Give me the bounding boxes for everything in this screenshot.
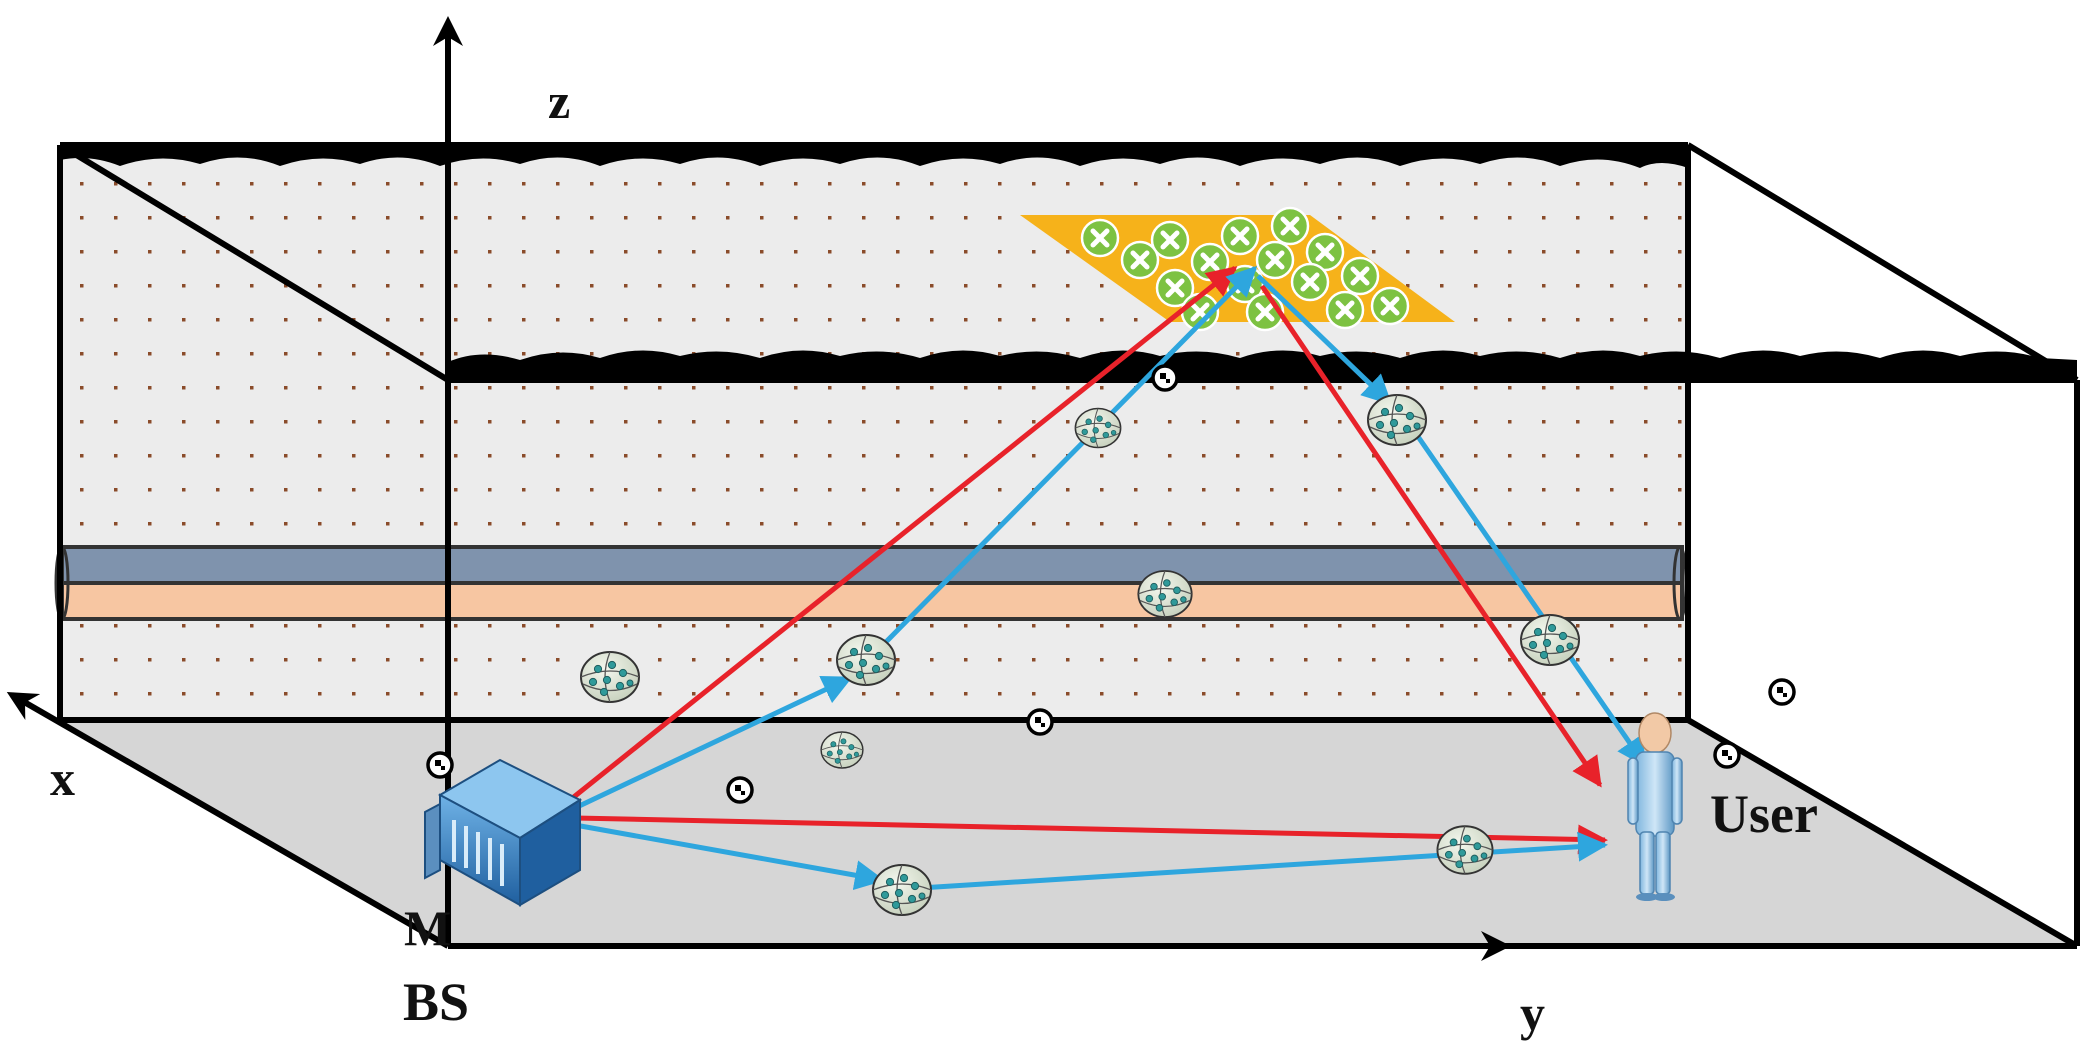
base-station-mark: M bbox=[404, 900, 451, 956]
x-axis-label: x bbox=[50, 750, 75, 806]
point-scatterer-icon bbox=[426, 751, 454, 779]
ceiling-band-back bbox=[60, 145, 1688, 168]
scatterer-icon bbox=[1520, 614, 1580, 666]
server-rack-icon bbox=[424, 758, 583, 907]
z-axis-label: z bbox=[548, 73, 570, 129]
scatterer-icon bbox=[820, 731, 864, 769]
red-path-ris-to-user bbox=[1259, 284, 1603, 788]
red-paths bbox=[568, 266, 1608, 855]
person-icon bbox=[1627, 712, 1683, 901]
base-station-label: BS bbox=[403, 972, 469, 1032]
soil-back-wall bbox=[60, 145, 1688, 720]
blue-path-bs-to-scatterer bbox=[573, 675, 853, 811]
blue-path-bs-to-floor-scatterer bbox=[574, 822, 885, 891]
y-axis-label: y bbox=[1520, 985, 1545, 1041]
scatterer-icon bbox=[1436, 825, 1494, 875]
pipe-lower bbox=[60, 581, 1684, 621]
x-axis-line bbox=[6, 692, 450, 949]
red-path-bs-to-ris bbox=[568, 266, 1238, 802]
box-frame bbox=[57, 142, 2080, 949]
scatterer-icon bbox=[580, 651, 640, 703]
pipe-upper bbox=[60, 545, 1684, 585]
scatterer-icon bbox=[1367, 394, 1427, 446]
point-scatterer-icon bbox=[1713, 741, 1741, 769]
blue-path-scatterer-to-user bbox=[1407, 423, 1648, 768]
scatterer-icon bbox=[1074, 407, 1122, 449]
scatterer-icon bbox=[872, 864, 932, 916]
point-scatterer-icon bbox=[1768, 678, 1796, 706]
user-label: User bbox=[1710, 784, 1818, 844]
scatterer-icon bbox=[1137, 570, 1193, 618]
ceiling-band-front bbox=[448, 350, 2077, 380]
point-scatterer-icon bbox=[726, 776, 754, 804]
blue-path-scatterer-to-ris bbox=[878, 265, 1258, 650]
point-scatterer-icon bbox=[1026, 708, 1054, 736]
point-scatterer-icon bbox=[1151, 364, 1179, 392]
red-path-bs-to-user bbox=[574, 815, 1608, 855]
scatterer-icon bbox=[836, 634, 896, 686]
blue-path-ris-to-scatterer bbox=[1256, 274, 1393, 406]
